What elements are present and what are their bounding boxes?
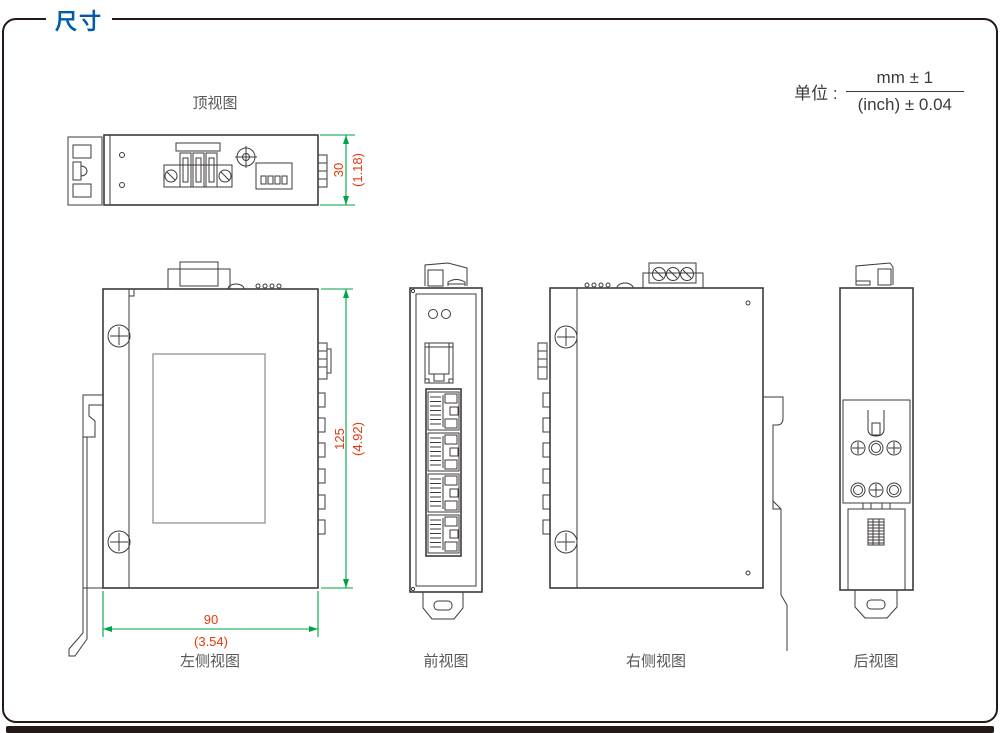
rj45-port [427, 391, 460, 431]
unit-prefix: 单位 : [794, 84, 838, 103]
rj45-port [427, 473, 460, 513]
rj45-port [427, 514, 460, 554]
width-inch-value: (3.54) [194, 634, 228, 649]
din-rail-clip-icon [424, 262, 468, 287]
content-frame-border [2, 18, 998, 723]
mounting-tab [854, 589, 898, 619]
grounding-screw-icon [235, 146, 257, 168]
device-body-outline [103, 134, 319, 206]
width-dimension: 90 (3.54) [102, 591, 319, 649]
power-terminal-block [163, 142, 233, 188]
din-rail-clip-icon [67, 136, 103, 206]
top-view-label: 顶视图 [192, 95, 238, 112]
panel-screw-icon [554, 325, 578, 554]
mount-screws-and-holes [850, 440, 902, 498]
depth-mm-value: 30 [331, 163, 346, 177]
section-title: 尺寸 [46, 4, 113, 36]
slide-plate [847, 508, 906, 591]
din-rail-clip-icon [763, 396, 788, 651]
terminal-block-top [642, 262, 704, 289]
depth-inch-value: (1.18) [350, 153, 365, 187]
width-mm-value: 90 [204, 612, 218, 627]
port-edge-tabs [317, 392, 326, 535]
port-edge-tabs [542, 392, 551, 535]
unit-mm-tolerance: mm ± 1 [876, 68, 934, 87]
din-mount-plate [842, 399, 911, 510]
din-rail-clip-icon [68, 394, 103, 657]
right-side-view-drawing [537, 262, 788, 651]
sfp-port-edge [317, 342, 332, 380]
bottom-bar [6, 726, 994, 733]
din-rail-clip-icon [855, 262, 894, 286]
rj45-port [427, 432, 460, 472]
clip-spring [867, 518, 885, 546]
device-body-outline [83, 288, 319, 589]
rear-view-label: 后视图 [853, 653, 899, 670]
unit-note: 单位 : mm ± 1 (inch) ± 0.04 [794, 68, 964, 115]
top-vent-details [584, 282, 634, 289]
side-connector-edge [317, 154, 328, 188]
sfp-port-edge [537, 342, 548, 380]
front-view-drawing [409, 262, 483, 620]
unit-fraction: mm ± 1 (inch) ± 0.04 [845, 68, 964, 115]
depth-dimension: 30 (1.18) [320, 134, 365, 206]
mounting-tab [422, 591, 464, 620]
unit-inch-tolerance: (inch) ± 0.04 [845, 91, 964, 115]
led-indicators [428, 309, 451, 319]
label-area [152, 353, 266, 524]
rj45-port-block [425, 388, 462, 557]
left-view-label: 左侧视图 [179, 653, 241, 670]
dip-switch-block [255, 162, 293, 190]
front-view-label: 前视图 [423, 653, 469, 670]
right-view-label: 右侧视图 [625, 653, 687, 670]
height-inch-value: (4.92) [350, 422, 365, 456]
rear-view-drawing [839, 262, 914, 619]
panel-screw-icon [107, 324, 131, 554]
device-body-outline [409, 287, 483, 593]
left-side-view-drawing: 90 (3.54) 125 (4.92) [68, 261, 365, 657]
height-mm-value: 125 [332, 428, 347, 450]
rivet-holes [745, 300, 751, 576]
top-view-drawing: 30 (1.18) [67, 134, 365, 206]
height-dimension: 125 (4.92) [321, 288, 365, 589]
sfp-port [424, 342, 454, 384]
device-body-outline [549, 287, 764, 589]
terminal-block-top [167, 261, 282, 290]
